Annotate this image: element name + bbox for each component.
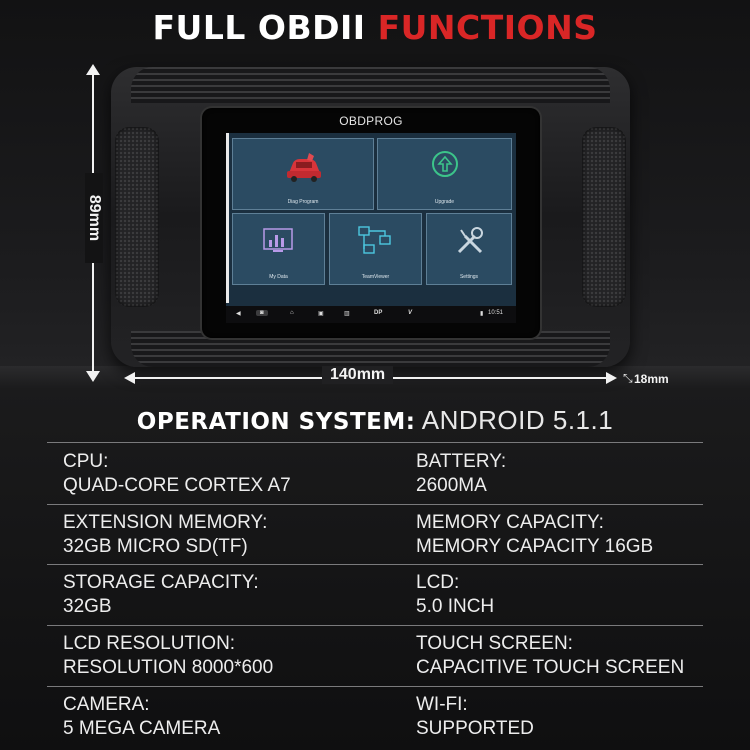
spec-value: 2600MA [416,475,487,496]
tile-label: My Data [269,274,288,280]
spec-wifi: WI-FI: SUPPORTED [416,693,534,741]
divider [47,504,703,505]
spec-memory-capacity: MEMORY CAPACITY: MEMORY CAPACITY 16GB [416,511,653,559]
spec-cpu: CPU: QUAD-CORE CORTEX A7 [63,450,291,498]
back-icon[interactable]: ◀ [236,311,241,317]
chart-icon [263,228,293,252]
arrow-left-icon [124,372,135,384]
spec-label: STORAGE CAPACITY: [63,572,259,593]
spec-label: LCD: [416,572,460,593]
spec-value: 32GB MICRO SD(TF) [63,536,248,557]
title-red-part: FUNCTIONS [377,8,598,47]
spec-background [0,388,750,750]
tile-my-data[interactable]: My Data [232,213,325,285]
tile-teamviewer[interactable]: TeamViewer [329,213,422,285]
screen-bezel: OBDPROG Diag Program Upgr [202,108,540,338]
spec-value: QUAD-CORE CORTEX A7 [63,475,291,496]
vci-icon[interactable]: V [408,310,413,316]
right-grip [582,127,626,307]
spec-lcd: LCD: 5.0 INCH [416,571,494,619]
recents-icon[interactable]: ▣ [318,311,324,317]
divider [47,686,703,687]
dp-icon[interactable]: DP [374,310,383,316]
arrow-down-icon [86,371,100,382]
divider [47,625,703,626]
spec-label: EXTENSION MEMORY: [63,512,268,533]
screenshot-icon[interactable]: ▥ [344,311,350,317]
car-icon [287,153,321,182]
tile-label: Settings [459,274,479,280]
spec-value: CAPACITIVE TOUCH SCREEN [416,657,685,678]
width-label: 140mm [322,366,394,384]
tile-diag-program[interactable]: Diag Program [232,138,374,210]
tile-label: Upgrade [434,199,455,205]
spec-value: RESOLUTION 8000*600 [63,657,274,678]
arrow-up-icon [86,64,100,75]
height-label: 89mm [85,173,103,263]
os-label: OPERATION SYSTEM: [136,409,416,435]
spec-label: BATTERY: [416,451,507,472]
arrow-right-icon [606,372,617,384]
tile-upgrade[interactable]: Upgrade [377,138,512,210]
battery-icon: ▮ [480,311,484,317]
network-icon [358,226,391,254]
home-icon[interactable]: ⌂ [290,310,294,316]
spec-label: CPU: [63,451,109,472]
spec-lcd-resolution: LCD RESOLUTION: RESOLUTION 8000*600 [63,632,273,680]
spec-label: MEMORY CAPACITY: [416,512,604,533]
spec-value: SUPPORTED [416,718,534,739]
left-grip [115,127,159,307]
divider [47,564,703,565]
spec-label: WI-FI: [416,694,468,715]
spec-storage-capacity: STORAGE CAPACITY: 32GB [63,571,259,619]
tile-settings[interactable]: Settings [426,213,512,285]
device-screen: Diag Program Upgrade My Data [226,133,516,323]
upgrade-arrow-icon [432,151,458,177]
spec-value: MEMORY CAPACITY 16GB [416,536,654,557]
title-white-part: FULL OBDII [152,8,366,47]
tile-label: Diag Program [287,199,319,205]
android-navbar: ◀ ◙ ⌂ ▣ ▥ DP V ▮ 10:51 [226,306,516,323]
os-heading: OPERATION SYSTEM: ANDROID 5.1.1 [0,405,750,436]
clock-text: 10:51 [488,310,504,316]
scanner-device: OBDPROG Diag Program Upgr [111,67,630,367]
depth-label: 18mm [634,372,669,386]
page-title: FULL OBDII FUNCTIONS [0,8,750,47]
tools-icon [457,227,483,254]
spec-camera: CAMERA: 5 MEGA CAMERA [63,693,220,741]
camera-icon[interactable]: ◙ [256,310,268,316]
spec-label: LCD RESOLUTION: [63,633,236,654]
spec-value: 5 MEGA CAMERA [63,718,221,739]
spec-value: 5.0 INCH [416,596,495,617]
spec-touch-screen: TOUCH SCREEN: CAPACITIVE TOUCH SCREEN [416,632,684,680]
device-brand-logo: OBDPROG [339,114,403,128]
spec-label: TOUCH SCREEN: [416,633,573,654]
spec-battery: BATTERY: 2600MA [416,450,506,498]
device-top-ridges [131,67,610,103]
spec-value: 32GB [63,596,112,617]
os-value: ANDROID 5.1.1 [421,405,614,435]
divider [47,442,703,443]
spec-label: CAMERA: [63,694,150,715]
tile-label: TeamViewer [361,274,390,280]
depth-arrow-icon: ⤡ [623,371,633,385]
spec-extension-memory: EXTENSION MEMORY: 32GB MICRO SD(TF) [63,511,267,559]
screen-edge-strip [226,133,229,303]
